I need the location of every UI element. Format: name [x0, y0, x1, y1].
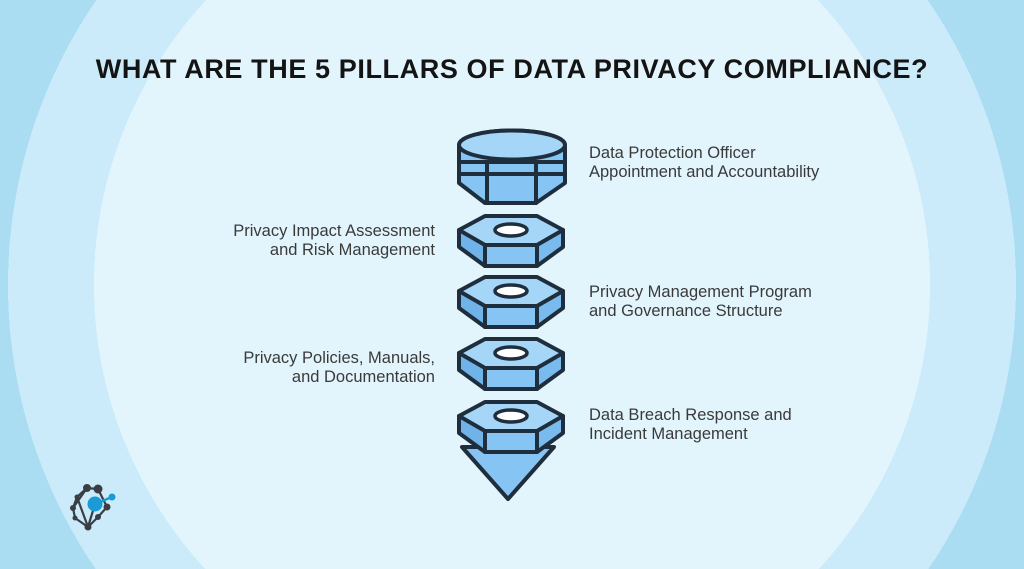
page-title: WHAT ARE THE 5 PILLARS OF DATA PRIVACY C…	[95, 54, 929, 84]
pillar-label-line: Incident Management	[589, 425, 748, 443]
pillar-label-line: and Governance Structure	[589, 302, 783, 320]
pillar-label-pmp: Privacy Management Program and Governanc…	[589, 283, 812, 321]
hex-nut-icon	[457, 275, 565, 329]
screw-stack-illustration	[457, 128, 567, 501]
pillar-label-policies: Privacy Policies, Manuals, and Documenta…	[243, 349, 435, 387]
pillar-label-dpo: Data Protection Officer Appointment and …	[589, 144, 819, 182]
pillar-label-breach: Data Breach Response and Incident Manage…	[589, 406, 792, 444]
hex-nut-icon	[457, 214, 565, 268]
pillar-label-line: Data Protection Officer	[589, 144, 756, 162]
screw-tip-icon	[460, 445, 556, 501]
pillar-label-line: Appointment and Accountability	[589, 163, 820, 181]
pillar-label-line: Privacy Management Program	[589, 283, 812, 301]
network-logo-icon	[70, 484, 116, 531]
pillar-label-line: and Risk Management	[269, 241, 435, 259]
hex-nut-icon	[457, 337, 565, 391]
hex-nut-icon	[457, 400, 565, 454]
pillar-label-pia: Privacy Impact Assessment and Risk Manag…	[233, 222, 435, 260]
pillar-label-line: Privacy Policies, Manuals,	[243, 349, 435, 367]
pillar-label-line: Data Breach Response and	[589, 406, 792, 424]
screw-head-icon	[457, 128, 567, 205]
pillar-label-line: Privacy Impact Assessment	[233, 222, 435, 240]
pillar-label-line: and Documentation	[291, 368, 435, 386]
